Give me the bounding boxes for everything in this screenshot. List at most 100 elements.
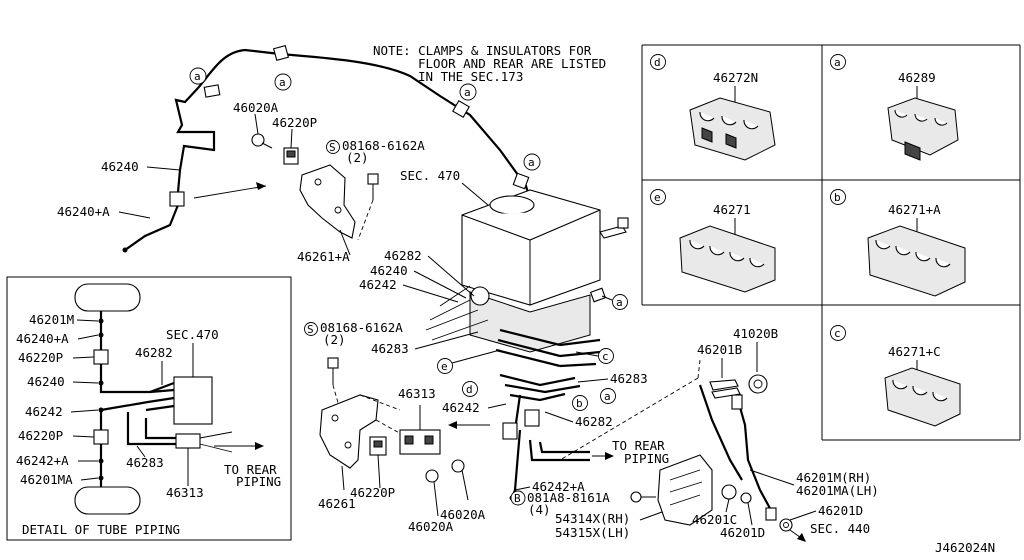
label-08168-top-qty: (2) (346, 150, 369, 165)
callout-bolt-text: B (514, 492, 521, 505)
label-46261: 46261 (318, 496, 356, 511)
label-54314X: 54314X(RH) (555, 511, 630, 526)
tube-clamp-a-1 (203, 84, 221, 98)
bracket-46261A (299, 164, 356, 256)
label-46282-a: 46282 (384, 248, 422, 263)
note-line-2: FLOOR AND REAR ARE LISTED (418, 56, 606, 71)
bolt-46201C (721, 484, 737, 513)
detail-label-to-rear-2: PIPING (236, 474, 281, 489)
clamp-panel-letter: e (654, 191, 661, 204)
callout-a-circle (523, 153, 541, 171)
bolt-08168-mid (327, 357, 341, 411)
label-46201C: 46201C (692, 512, 737, 527)
clamp-panel-e: e 46271 (650, 189, 776, 293)
detail-label-46220P-b: 46220P (18, 428, 63, 443)
label-46313: 46313 (398, 386, 436, 401)
detail-label-to-rear-1: TO REAR (224, 462, 277, 477)
clamp-panels (641, 44, 1021, 441)
grommet-41020B (748, 374, 768, 394)
callout-s-text: S (307, 323, 314, 336)
clamp-part-number: 46272N (713, 70, 758, 85)
clamp-panel-b: b 46271+A (830, 189, 966, 297)
label-sec470: SEC. 470 (400, 168, 460, 183)
label-46020A-mid: 46020A (440, 507, 486, 522)
abs-actuator (425, 189, 629, 368)
label-46220P-top: 46220P (272, 115, 317, 130)
note-block: NOTE: CLAMPS & INSULATORS FOR FLOOR AND … (373, 43, 606, 84)
label-46020A-bot: 46020A (408, 519, 454, 534)
clamp-part-number: 46271 (713, 202, 751, 217)
label-46240: 46240 (101, 159, 139, 174)
diagram-id: J462024N (935, 540, 995, 555)
label-08168-mid-qty: (2) (323, 332, 346, 347)
clamp-part-number: 46271+A (888, 202, 941, 217)
clamp-part-number: 46289 (898, 70, 936, 85)
detail-label-46220P-a: 46220P (18, 350, 63, 365)
detail-tube-piping: 46201M 46240+A 46220P 46282 SEC.470 4624… (6, 276, 292, 541)
tube-joint-46240 (169, 191, 185, 207)
callout-s-text: S (329, 141, 336, 154)
bolts-46020A-bot (425, 459, 469, 517)
detail-label-sec470: SEC.470 (166, 327, 219, 342)
detail-label-46240: 46240 (27, 374, 65, 389)
callout-a-text: a (194, 70, 201, 83)
label-46020A-top: 46020A (233, 100, 279, 115)
bracket-46261 (319, 394, 413, 491)
label-46261A: 46261+A (297, 249, 350, 264)
callout-a-circle (459, 83, 477, 101)
brake-hose-46201M (698, 384, 777, 521)
label-46220P-bot: 46220P (350, 485, 395, 500)
front-brake-tube (122, 44, 535, 253)
label-081A8-qty: (4) (528, 502, 551, 517)
label-to-rear-2: PIPING (624, 451, 669, 466)
clamp-panel-letter: c (834, 327, 841, 340)
label-46282-b: 46282 (575, 414, 613, 429)
tube-clamp-a-4 (512, 172, 530, 190)
washer-46201D (740, 492, 793, 532)
callout-e-text: e (441, 360, 448, 373)
clamp-panel-a: a 46289 (830, 54, 959, 161)
label-54315X: 54315X(LH) (555, 525, 630, 540)
bolt-081A8 (630, 491, 656, 503)
clip-46220P-bot (369, 436, 387, 489)
label-46240-b: 46240 (370, 263, 408, 278)
clamp-part-number: 46271+C (888, 344, 941, 359)
callout-a-text: a (464, 86, 471, 99)
callout-c-text: c (602, 350, 609, 363)
detail-label-46313: 46313 (166, 485, 204, 500)
detail-label-46201M: 46201M (29, 312, 74, 327)
clamp-panel-letter: d (654, 56, 661, 69)
label-46242-a: 46242 (359, 277, 397, 292)
clip-46201B (709, 379, 741, 399)
callout-a-text: a (528, 156, 535, 169)
label-46242-b: 46242 (442, 400, 480, 415)
detail-wheel-front (74, 283, 141, 312)
callout-a-text: a (616, 296, 623, 309)
callout-b-text: b (576, 397, 583, 410)
bolt-46020A-top (251, 113, 273, 149)
detail-label-46240A: 46240+A (16, 331, 69, 346)
label-46283-b: 46283 (610, 371, 648, 386)
label-46201MA-lh: 46201MA(LH) (796, 483, 879, 498)
label-46283-a: 46283 (371, 341, 409, 356)
clamp-panel-letter: b (834, 191, 841, 204)
label-to-rear-1: TO REAR (612, 438, 665, 453)
detail-caption: DETAIL OF TUBE PIPING (22, 522, 180, 537)
block-46313 (399, 405, 441, 455)
label-sec440: SEC. 440 (810, 521, 870, 536)
detail-block-46313 (175, 433, 201, 449)
tube-clamp-a-2 (272, 44, 290, 62)
callout-a-text: a (604, 390, 611, 403)
clamp-panel-d: d 46272N (650, 54, 776, 161)
detail-label-46282: 46282 (135, 345, 173, 360)
clamp-panel-letter: a (834, 56, 841, 69)
detail-label-46201MA: 46201MA (20, 472, 73, 487)
bolt-08168-top (357, 173, 379, 241)
detail-label-46242A: 46242+A (16, 453, 69, 468)
detail-sec470-module (173, 376, 213, 425)
label-46201M-rh: 46201M(RH) (796, 470, 871, 485)
label-08168-mid: 08168-6162A (320, 320, 403, 335)
clamp-panel-c: c 46271+C (830, 325, 961, 427)
tube-end-fitting (122, 247, 128, 253)
